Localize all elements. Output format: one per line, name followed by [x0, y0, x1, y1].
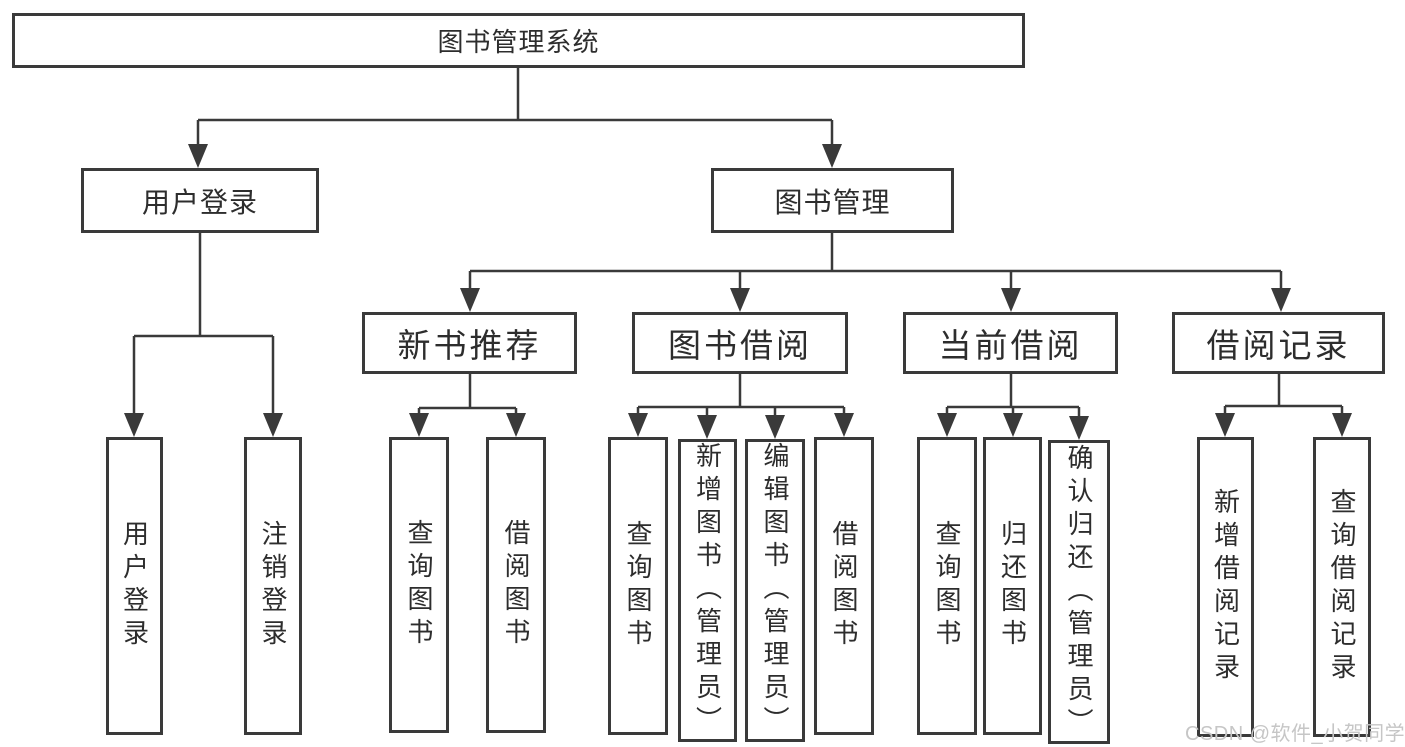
arrowhead-icon	[409, 413, 429, 437]
node-label: 当前借阅	[938, 327, 1083, 364]
arrowhead-icon	[188, 144, 208, 168]
arrowhead-icon	[834, 413, 854, 437]
node-label: 新增图书（管理员）	[692, 442, 723, 739]
node-label: 归还图书	[997, 520, 1028, 652]
node-label: 查询图书	[932, 520, 962, 652]
node-label: 借阅图书	[829, 520, 859, 652]
connector-book-borrow-to-leaves	[628, 374, 854, 439]
arrowhead-icon	[124, 413, 144, 437]
leaf-user-login: 用户登录	[106, 437, 163, 735]
connector-borrow-records-to-leaves	[1215, 374, 1352, 437]
node-new-book-recommend: 新书推荐	[362, 312, 577, 374]
node-label: 借阅图书	[501, 519, 531, 651]
arrowhead-icon	[263, 413, 283, 437]
node-label: 用户登录	[141, 186, 258, 218]
node-label: 图书管理系统	[437, 27, 600, 57]
node-label: 借阅记录	[1206, 327, 1351, 364]
arrowhead-icon	[1001, 288, 1021, 312]
arrowhead-icon	[1069, 416, 1089, 440]
leaf-recommend-borrow-books: 借阅图书	[486, 437, 546, 733]
node-label: 注销登录	[258, 520, 288, 652]
connector-book-management-to-level3	[460, 233, 1291, 312]
leaf-query-borrow-record: 查询借阅记录	[1313, 437, 1371, 737]
leaf-borrow-books: 借阅图书	[814, 437, 874, 735]
arrowhead-icon	[1271, 288, 1291, 312]
connector-root-to-level2	[188, 68, 842, 168]
leaf-confirm-return-admin: 确认归还（管理员）	[1048, 440, 1110, 744]
connector-new-book-recommend-to-leaves	[409, 374, 526, 437]
node-label: 查询借阅记录	[1327, 488, 1357, 686]
connector-current-borrow-to-leaves	[937, 374, 1089, 440]
node-borrow-records: 借阅记录	[1172, 312, 1385, 374]
node-label: 新增借阅记录	[1210, 488, 1241, 686]
node-current-borrow: 当前借阅	[903, 312, 1118, 374]
node-user-login: 用户登录	[81, 168, 319, 233]
arrowhead-icon	[1003, 413, 1023, 437]
csdn-watermark: CSDN @软件_小贺同学	[1185, 723, 1405, 745]
node-book-borrow: 图书借阅	[632, 312, 848, 374]
node-label: 确认归还（管理员）	[1064, 443, 1094, 741]
leaf-add-books-admin: 新增图书（管理员）	[678, 439, 737, 742]
connector-user-login-to-leaves	[124, 233, 283, 437]
arrowhead-icon	[822, 144, 842, 168]
node-label: 查询图书	[404, 519, 434, 651]
node-label: 查询图书	[623, 520, 653, 652]
node-label: 图书借阅	[668, 327, 812, 364]
node-label: 图书管理	[774, 186, 891, 218]
arrowhead-icon	[460, 288, 480, 312]
arrowhead-icon	[1332, 413, 1352, 437]
node-label: 用户登录	[119, 520, 150, 652]
arrowhead-icon	[1215, 413, 1235, 437]
leaf-logout: 注销登录	[244, 437, 302, 735]
arrowhead-icon	[937, 413, 957, 437]
leaf-current-query-books: 查询图书	[917, 437, 977, 735]
node-label: 编辑图书（管理员）	[760, 442, 790, 739]
leaf-recommend-query-books: 查询图书	[389, 437, 449, 733]
arrowhead-icon	[697, 415, 717, 439]
leaf-return-books: 归还图书	[983, 437, 1042, 735]
arrowhead-icon	[730, 288, 750, 312]
arrowhead-icon	[765, 415, 785, 439]
leaf-add-borrow-record: 新增借阅记录	[1197, 437, 1254, 737]
node-label: 新书推荐	[397, 327, 542, 364]
arrowhead-icon	[506, 413, 526, 437]
leaf-edit-books-admin: 编辑图书（管理员）	[745, 439, 805, 742]
leaf-borrow-query-books: 查询图书	[608, 437, 668, 735]
arrowhead-icon	[628, 413, 648, 437]
node-library-management-system: 图书管理系统	[12, 13, 1025, 68]
node-book-management: 图书管理	[711, 168, 954, 233]
